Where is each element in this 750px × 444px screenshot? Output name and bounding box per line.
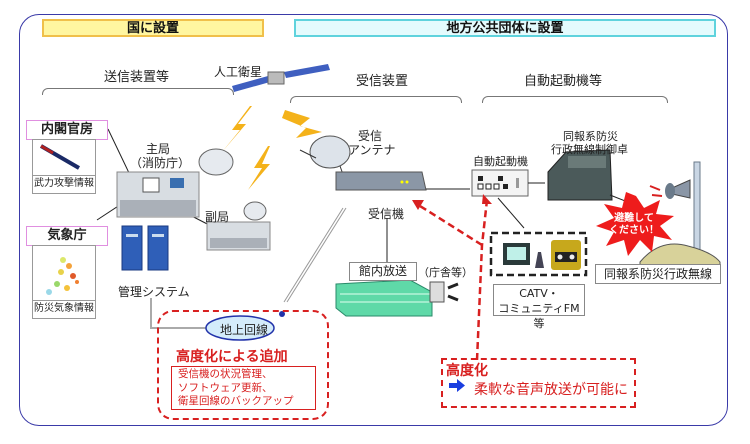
brace-transmitter [42, 88, 234, 95]
auto-starter-label: 自動起動機 [473, 155, 528, 168]
receiver-antenna-icon [299, 135, 351, 181]
satellite-icon [232, 64, 330, 92]
disaster-wireless-box: 同報系防災行政無線 [595, 264, 721, 284]
sub-station-label: 副局 [205, 210, 230, 224]
tv-icon [503, 243, 544, 268]
national-header: 国に設置 [42, 19, 264, 37]
alert-text: 避難して ください！ [606, 213, 662, 237]
missile-icon [39, 144, 81, 170]
radio-icon [551, 240, 581, 270]
management-system-label: 管理システム [118, 285, 190, 299]
media-label-1: CATV・ [519, 287, 559, 300]
auto-starter-icon [471, 169, 529, 197]
enhancement-right-text: 柔軟な音声放送が可能に [474, 382, 628, 398]
alert-burst-icon [596, 192, 674, 256]
console-label-2: 行政無線制御卓 [551, 143, 628, 156]
enhancement-arrows [419, 199, 489, 361]
loudspeaker-icon [649, 161, 701, 275]
sub-station-icon [206, 201, 271, 251]
info-card-weather: 防災気象情報 [32, 245, 96, 319]
brace-auto-start [482, 96, 668, 103]
radio-wave-bolts [222, 106, 322, 190]
control-console-icon [547, 149, 613, 201]
satellite-label: 人工衛星 [214, 65, 263, 79]
section-transmitter: 送信装置等 [104, 70, 170, 85]
receiver-label: 受信機 [368, 207, 405, 221]
console-label-1: 同報系防災 [563, 130, 618, 143]
diagram-frame [19, 14, 728, 426]
receiver-unit-icon [335, 171, 427, 191]
main-station-label: 主局 [146, 142, 171, 156]
info-card-armed-attack: 武力攻撃情報 [32, 139, 96, 194]
main-station-sub-label: （消防庁） [130, 156, 191, 170]
enhancement-right-box [441, 358, 636, 408]
management-server-icon [121, 225, 169, 271]
ground-line-cloud-icon [205, 315, 275, 341]
right-arrow-icon [449, 379, 465, 392]
agency-cabinet-secretariat: 内閣官房 [26, 120, 108, 140]
arrow-head-autostarter [482, 194, 492, 204]
section-receiver: 受信装置 [356, 74, 409, 89]
info-armed-attack: 武力攻撃情報 [33, 175, 95, 193]
enhancement-item: ソフトウェア更新、 [178, 381, 273, 394]
enhancement-left-box [157, 310, 329, 420]
weather-map-icon [46, 257, 79, 295]
arrow-head-receiver [412, 200, 424, 210]
ground-line-label: 地上回線 [220, 323, 269, 337]
media-label-box: CATV・ コミュニティFM 等 [493, 284, 585, 330]
agency-meteorological: 気象庁 [26, 226, 108, 246]
local-header: 地方公共団体に設置 [294, 19, 716, 37]
building-broadcast-box: 館内放送 [349, 262, 417, 281]
alert-text-2: ください！ [609, 225, 659, 236]
enhancement-left-list: 受信機の状況管理、 ソフトウェア更新、 衛星回線のバックアップ [171, 366, 316, 410]
enhancement-item: 受信機の状況管理、 [178, 368, 273, 380]
enhancement-left-title: 高度化による追加 [176, 349, 288, 365]
info-weather: 防災気象情報 [33, 300, 95, 318]
enhancement-right-title: 高度化 [446, 363, 488, 379]
alert-text-1: 避難して [614, 213, 654, 224]
main-station-icon [116, 148, 234, 218]
media-dashed-box [489, 231, 588, 277]
building-note: （庁舎等） [418, 266, 473, 279]
antenna-label-2: アンテナ [348, 143, 396, 157]
brace-receiver [290, 96, 462, 103]
antenna-label-1: 受信 [358, 129, 383, 143]
media-label-2: コミュニティFM 等 [498, 302, 580, 330]
section-auto-start: 自動起動機等 [524, 74, 603, 89]
office-building-icon [335, 279, 459, 317]
enhancement-item: 衛星回線のバックアップ [178, 395, 294, 407]
